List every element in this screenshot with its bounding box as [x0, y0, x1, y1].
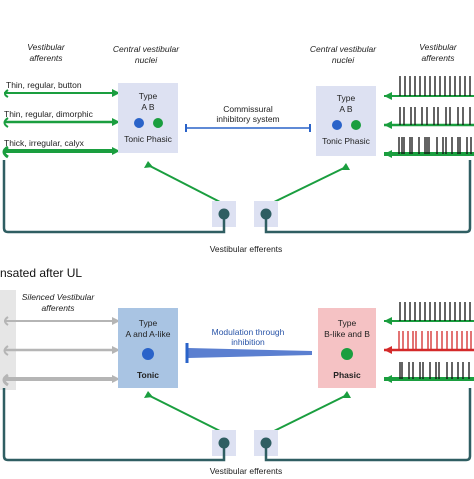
top-right-afferents-title-2: afferents: [421, 53, 455, 63]
section-title: nsated after UL: [0, 266, 82, 280]
spike-train-irregular: [398, 137, 472, 154]
arrowhead: [112, 147, 120, 155]
bottom-panel: nsated after UL Silenced Vestibular affe…: [0, 266, 474, 476]
top-right-nuclei-title-1: Central vestibular: [310, 44, 377, 54]
modulation-label-2: inhibition: [231, 337, 265, 347]
type-a-neuron: [134, 118, 144, 128]
efferent-neuron: [260, 208, 272, 220]
top-right-afferents-title-1: Vestibular: [419, 42, 458, 52]
nucleus-to-efferent-right: [271, 394, 348, 433]
top-left-box-tonic-phasic: Tonic Phasic: [124, 134, 172, 144]
type-a-neuron: [332, 120, 342, 130]
top-left-nuclei-title-2: nuclei: [135, 55, 158, 65]
efferent-loop-left: [2, 160, 226, 234]
nucleus-to-efferent-left: [147, 164, 223, 204]
commissural-label-2: inhibitory system: [216, 114, 279, 124]
afferent-type-3: Thick, irregular, calyx: [4, 138, 85, 148]
arrowhead: [384, 317, 392, 325]
top-right-box-tonic-phasic: Tonic Phasic: [322, 136, 370, 146]
arrowhead: [144, 161, 153, 168]
bottom-right-type-2: B-like and B: [324, 329, 370, 339]
efferent-loop-right: [264, 388, 472, 462]
top-right-box-ab: A B: [339, 104, 353, 114]
efferent-loop-right: [264, 160, 472, 234]
arrowhead: [384, 346, 392, 354]
arrowhead: [112, 118, 120, 126]
type-a-neuron: [142, 348, 154, 360]
top-right-nucleus-box: [316, 86, 376, 156]
commissural-label-1: Commissural: [223, 104, 273, 114]
left-afferent-fibers: [2, 89, 112, 159]
nucleus-to-efferent-left: [147, 394, 223, 433]
top-efferents-label: Vestibular efferents: [210, 244, 283, 254]
arrowhead: [384, 121, 392, 129]
top-right-nuclei-title-2: nuclei: [332, 55, 355, 65]
modulation-connection: [188, 348, 312, 358]
modulation-label-1: Modulation through: [212, 327, 285, 337]
arrowhead: [341, 163, 350, 170]
afferent-type-1: Thin, regular, button: [6, 80, 82, 90]
spike-train-bottom-3: [399, 362, 470, 379]
arrowhead: [144, 391, 153, 398]
silenced-afferent-fibers: [2, 316, 112, 387]
bottom-right-type-1: Type: [338, 318, 357, 328]
type-b-neuron: [153, 118, 163, 128]
afferent-type-2: Thin, regular, dimorphic: [4, 109, 94, 119]
arrowhead: [112, 375, 120, 383]
arrowhead: [112, 317, 120, 325]
efferent-neuron: [218, 437, 230, 449]
bottom-left-type-2: A and A-like: [126, 329, 171, 339]
silenced-periphery: [0, 290, 16, 390]
top-panel: Vestibular afferents Thin, regular, butt…: [2, 42, 474, 254]
top-left-box-ab: A B: [141, 102, 155, 112]
bottom-right-phasic: Phasic: [333, 370, 361, 380]
bottom-left-type-1: Type: [139, 318, 158, 328]
arrowhead: [112, 346, 120, 354]
arrowhead: [384, 92, 392, 100]
top-left-afferents-title-2: afferents: [29, 53, 63, 63]
efferent-neuron: [260, 437, 272, 449]
top-left-nucleus-box: [118, 83, 178, 153]
top-left-box-type: Type: [139, 91, 158, 101]
spike-train-regular-1: [399, 76, 471, 96]
spike-train-bottom-red: [398, 331, 472, 350]
top-left-nuclei-title-1: Central vestibular: [113, 44, 180, 54]
silenced-title-2: afferents: [41, 303, 75, 313]
efferent-neuron: [218, 208, 230, 220]
bottom-left-tonic: Tonic: [137, 370, 159, 380]
arrowhead: [384, 150, 392, 158]
spike-train-regular-2: [399, 107, 471, 125]
arrowhead: [112, 89, 120, 97]
bottom-efferents-label: Vestibular efferents: [210, 466, 283, 474]
top-left-afferents-title-1: Vestibular: [27, 42, 66, 52]
spike-train-bottom-1: [399, 302, 471, 321]
efferent-loop-left: [2, 388, 226, 462]
nucleus-to-efferent-right: [271, 166, 347, 204]
arrowhead: [342, 391, 351, 398]
type-b-neuron: [351, 120, 361, 130]
arrowhead: [384, 375, 392, 383]
top-right-box-type: Type: [337, 93, 356, 103]
silenced-title-1: Silenced Vestibular: [22, 292, 96, 302]
type-b-neuron: [341, 348, 353, 360]
